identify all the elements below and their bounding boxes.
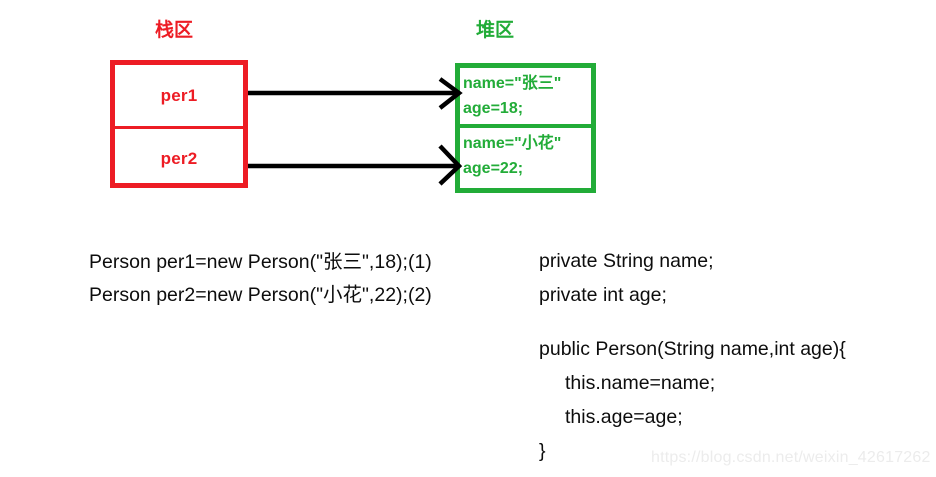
stack-region-label: 栈区 <box>155 20 194 41</box>
code-line: public Person(String name,int age){ <box>539 338 846 360</box>
heap-region-label: 堆区 <box>476 20 515 41</box>
code-line: Person per2=new Person("小花",22);(2) <box>89 284 432 306</box>
stack-box: per1 per2 <box>110 60 248 188</box>
stack-slot-per1-label: per1 <box>160 85 198 105</box>
code-block-class-definition: private String name; private int age; pu… <box>539 244 846 468</box>
heap-object-1-age-field: age=18; <box>463 100 524 117</box>
stack-slot-per1: per1 <box>115 65 243 129</box>
code-line: private String name; <box>539 250 714 272</box>
heap-box: name="张三" age=18; name="小花" age=22; <box>455 63 596 193</box>
heap-object-2: name="小花" age=22; <box>460 128 591 188</box>
code-line: private int age; <box>539 284 667 306</box>
heap-object-1: name="张三" age=18; <box>460 68 591 128</box>
code-line: this.name=name; <box>565 372 716 394</box>
arrow-per2-to-object2 <box>248 144 463 186</box>
heap-object-2-age-field: age=22; <box>463 160 524 177</box>
stack-slot-per2-label: per2 <box>160 148 198 168</box>
code-line: this.age=age; <box>565 406 683 428</box>
stack-slot-per2: per2 <box>115 129 243 188</box>
code-block-instantiation: Person per1=new Person("张三",18);(1) Pers… <box>89 246 432 312</box>
watermark: https://blog.csdn.net/weixin_42617262 <box>651 449 931 466</box>
arrow-per1-to-object1 <box>248 77 463 110</box>
code-line-blank <box>539 312 846 332</box>
heap-object-1-name-field: name="张三" <box>463 75 562 92</box>
code-line: } <box>539 440 546 462</box>
code-line: Person per1=new Person("张三",18);(1) <box>89 251 432 273</box>
heap-object-2-name-field: name="小花" <box>463 135 562 152</box>
